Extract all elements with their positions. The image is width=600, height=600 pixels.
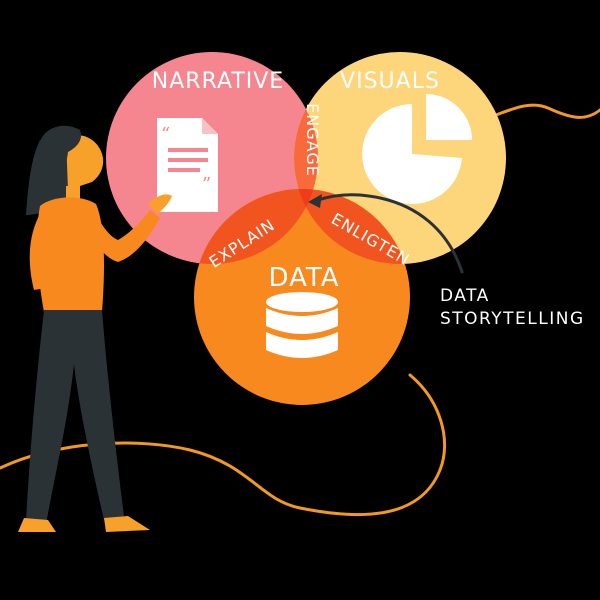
annotation-line-1: DATA bbox=[440, 286, 490, 306]
svg-text:”: ” bbox=[202, 174, 211, 195]
label-narrative: NARRATIVE bbox=[152, 69, 284, 94]
woman-figure bbox=[18, 125, 172, 532]
pants bbox=[26, 310, 124, 524]
arrow-head-icon bbox=[308, 194, 322, 208]
decorative-line-bottom bbox=[0, 373, 447, 517]
label-visuals: VISUALS bbox=[340, 69, 440, 94]
hand bbox=[148, 194, 172, 214]
label-data: DATA bbox=[269, 263, 340, 293]
pie-chart-icon bbox=[362, 94, 472, 204]
document-icon: “ ” bbox=[157, 118, 218, 212]
database-icon bbox=[266, 292, 338, 358]
left-shoe bbox=[18, 518, 56, 532]
right-shoe bbox=[104, 516, 150, 532]
overlap-narrative-data bbox=[194, 189, 318, 264]
annotation-line-2: STORYTELLING bbox=[440, 309, 585, 329]
lower-arm bbox=[29, 214, 50, 290]
raised-arm bbox=[86, 208, 160, 262]
label-engage: ENGAGE bbox=[303, 103, 322, 177]
annotation-arrow bbox=[316, 193, 464, 274]
decorative-line-right bbox=[486, 103, 600, 120]
overlap-visuals-data bbox=[294, 189, 410, 264]
svg-text:“: “ bbox=[161, 124, 170, 145]
face bbox=[66, 135, 104, 190]
